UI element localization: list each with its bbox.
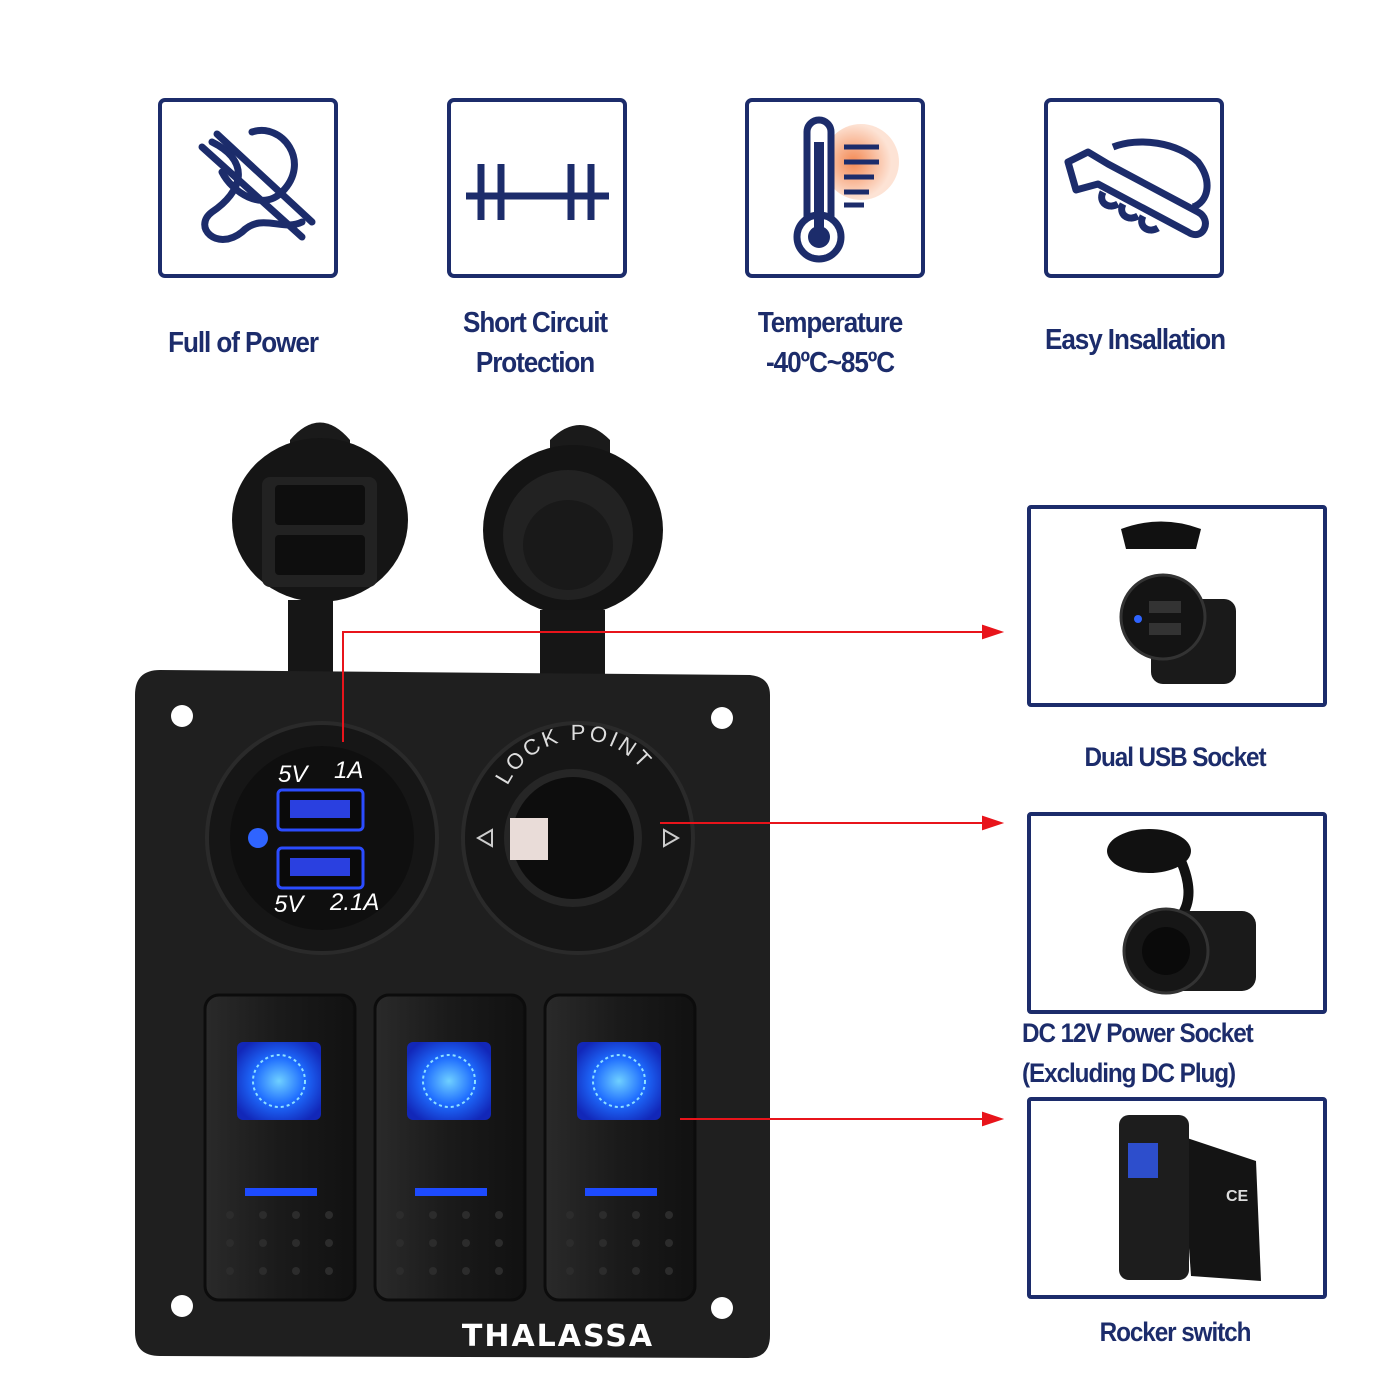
feature-label-installation: Easy Insallation xyxy=(1045,324,1226,356)
switch-grip-dot xyxy=(566,1211,574,1219)
switch-grip-dot xyxy=(396,1211,404,1219)
switch-grip-dot xyxy=(292,1211,300,1219)
switch-grip-dot xyxy=(259,1211,267,1219)
switch-grip-dot xyxy=(429,1267,437,1275)
switch-grip-dot xyxy=(632,1267,640,1275)
component-box-usb xyxy=(1027,505,1327,707)
switch-grip-dot xyxy=(632,1239,640,1247)
switch-grip-dot xyxy=(665,1267,673,1275)
switch-grip-dot xyxy=(462,1267,470,1275)
feature-label-temperature: Temperature -40ºC~85ºC xyxy=(722,303,938,383)
dual-usb-socket-icon xyxy=(1119,521,1236,684)
feature-label-line: Protection xyxy=(475,347,595,379)
usb-bottom-current: 2.1A xyxy=(329,889,379,916)
circuit-breaker-icon xyxy=(466,164,609,220)
brand-logo: THALASSA xyxy=(462,1319,654,1354)
component-label-dc-socket: DC 12V Power Socket (Excluding DC Plug) xyxy=(1022,1013,1274,1093)
usb-socket: 5V 1A 5V 2.1A xyxy=(205,721,439,955)
usb-top-voltage: 5V xyxy=(278,761,309,788)
rocker-switch[interactable] xyxy=(373,993,527,1302)
switch-grip-dot xyxy=(665,1211,673,1219)
feature-label-line: Temperature xyxy=(757,307,903,339)
switch-grip-dot xyxy=(599,1239,607,1247)
switch-grip-dot xyxy=(495,1239,503,1247)
switch-grip-dot xyxy=(325,1267,333,1275)
thermometer-icon xyxy=(793,116,899,263)
mounting-holes xyxy=(171,705,733,1319)
dc-power-socket-icon xyxy=(1107,829,1256,995)
feature-icon-box-temperature xyxy=(745,98,925,278)
switch-grip-dot xyxy=(566,1267,574,1275)
component-box-rocker: CE xyxy=(1027,1097,1327,1299)
switch-grip-dot xyxy=(665,1239,673,1247)
feature-icon-box-short-circuit xyxy=(447,98,627,278)
switch-grip-dot xyxy=(292,1239,300,1247)
component-label-line: (Excluding DC Plug) xyxy=(1022,1058,1236,1088)
switch-grip-dot xyxy=(226,1267,234,1275)
feature-label-power: Full of Power xyxy=(168,327,319,359)
switch-grip-dot xyxy=(325,1239,333,1247)
switch-grip-dot xyxy=(429,1211,437,1219)
component-label-rocker: Rocker switch xyxy=(1099,1317,1252,1347)
cable-power-icon xyxy=(198,127,316,243)
component-label-line: DC 12V Power Socket xyxy=(1022,1018,1254,1048)
switch-grip-dot xyxy=(259,1239,267,1247)
switch-grip-dot xyxy=(325,1211,333,1219)
switch-led-window xyxy=(407,1042,491,1120)
switch-grip-dot xyxy=(462,1211,470,1219)
feature-label-short-circuit: Short Circuit Protection xyxy=(427,303,643,383)
switch-grip-dot xyxy=(396,1267,404,1275)
switch-grip-dot xyxy=(292,1267,300,1275)
rocker-switch[interactable] xyxy=(203,993,357,1302)
switch-grip-dot xyxy=(226,1211,234,1219)
switch-grip-dot xyxy=(566,1239,574,1247)
switch-indicator-bar xyxy=(415,1188,487,1196)
usb-bottom-voltage: 5V xyxy=(274,891,305,918)
lock-point-text: LOCK POINT xyxy=(490,720,658,788)
switch-grip-dot xyxy=(226,1239,234,1247)
hand-wrench-icon xyxy=(1064,138,1211,238)
switch-grip-dot xyxy=(396,1239,404,1247)
switch-grip-dot xyxy=(495,1267,503,1275)
switch-grip-dot xyxy=(632,1211,640,1219)
svg-text:CE: CE xyxy=(1226,1188,1249,1205)
usb-socket-cap xyxy=(232,422,408,730)
switch-led-window xyxy=(237,1042,321,1120)
feature-label-line: -40ºC~85ºC xyxy=(766,347,895,379)
switch-led-window xyxy=(577,1042,661,1120)
switch-grip-dot xyxy=(495,1211,503,1219)
power-socket-cap xyxy=(483,425,663,730)
rocker-switch-icon: CE xyxy=(1119,1115,1261,1281)
switch-indicator-bar xyxy=(585,1188,657,1196)
switch-grip-dot xyxy=(599,1267,607,1275)
callout-arrows xyxy=(342,624,1005,1127)
switch-indicator-bar xyxy=(245,1188,317,1196)
dc-power-socket: LOCK POINT xyxy=(461,720,695,955)
component-label-usb: Dual USB Socket xyxy=(1084,742,1267,772)
switch-grip-dot xyxy=(599,1211,607,1219)
feature-label-line: Short Circuit xyxy=(462,307,608,339)
switch-grip-dot xyxy=(429,1239,437,1247)
feature-icon-box-power xyxy=(158,98,338,278)
switch-grip-dot xyxy=(259,1267,267,1275)
switch-grip-dot xyxy=(462,1239,470,1247)
feature-icon-box-installation xyxy=(1044,98,1224,278)
mounting-plate xyxy=(135,670,770,1358)
rocker-switch[interactable] xyxy=(543,993,697,1302)
usb-top-current: 1A xyxy=(334,757,363,784)
component-box-dc-socket xyxy=(1027,812,1327,1014)
